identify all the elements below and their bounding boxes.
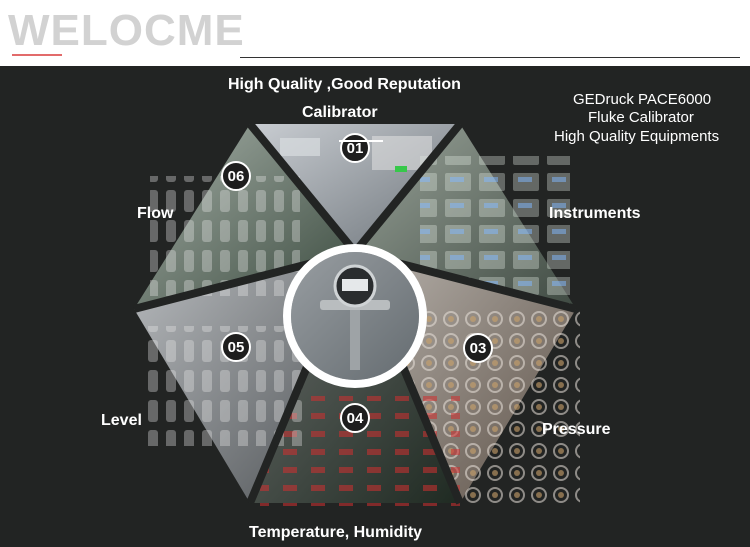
header-bar: WELOCME xyxy=(0,0,750,66)
badge-06: 06 xyxy=(221,161,251,191)
caption-top-line1: High Quality ,Good Reputation xyxy=(228,76,461,93)
svg-text:06: 06 xyxy=(228,168,245,185)
caption-top-line2: Calibrator xyxy=(302,104,378,121)
badge-01: 01 xyxy=(340,133,370,163)
center-gauge xyxy=(283,244,427,388)
note-line1: GEDruck PACE6000 xyxy=(573,91,712,108)
badge-05: 05 xyxy=(221,332,251,362)
brand-logo: WELOCME xyxy=(8,6,245,55)
badge-03: 03 xyxy=(463,333,493,363)
svg-text:04: 04 xyxy=(347,410,364,427)
note-line2: Fluke Calibrator xyxy=(588,109,694,126)
svg-text:05: 05 xyxy=(228,339,245,356)
caption-pressure: Pressure xyxy=(542,421,611,438)
svg-text:01: 01 xyxy=(347,140,364,157)
header-divider xyxy=(240,57,740,58)
category-hexagon: 01 03 04 05 06 xyxy=(133,121,580,506)
title-overbar xyxy=(339,140,383,142)
badge-04: 04 xyxy=(340,403,370,433)
product-panel: 01 03 04 05 06 High Quality , xyxy=(0,66,750,547)
logo-accent-line xyxy=(12,54,62,56)
caption-level: Level xyxy=(101,412,142,429)
caption-instruments: Instruments xyxy=(549,205,641,222)
svg-text:03: 03 xyxy=(470,340,487,357)
caption-flow: Flow xyxy=(137,205,174,222)
caption-bottom: Temperature, Humidity xyxy=(249,524,423,541)
note-line3: High Quality Equipments xyxy=(554,128,720,145)
